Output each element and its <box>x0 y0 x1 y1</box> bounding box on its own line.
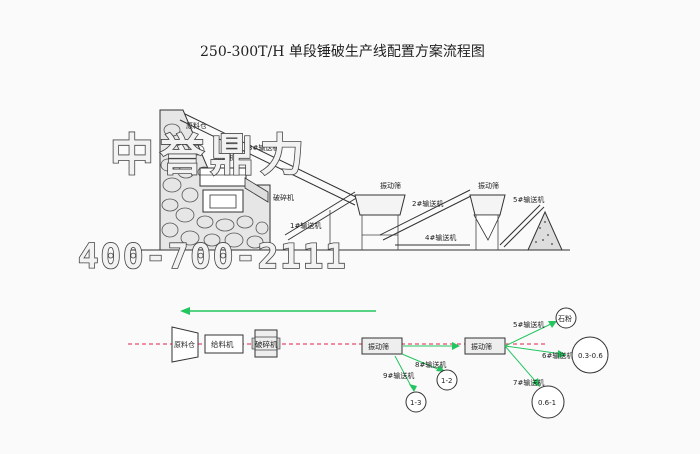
flow-screen1-label: 振动筛 <box>368 342 389 351</box>
diagram-title: 250-300T/H 单段锤破生产线配置方案流程图 <box>200 43 485 60</box>
plant-silo-label: 原料仓 <box>186 121 207 130</box>
product-03-06: 0.3-0.6 <box>571 336 609 374</box>
plant-conveyor-3: 3#输送机 <box>179 113 361 206</box>
plant-conveyor-5: 5#输送机 <box>499 195 545 248</box>
plant-conv4-label: 4#输送机 <box>425 233 456 242</box>
raw-material-silo: 原料仓 <box>159 109 271 251</box>
product-1-2: 1-2 <box>436 369 458 391</box>
block-flow: 原料仓 给料机 破碎机 振动筛 振动筛 <box>128 307 609 419</box>
flow-conv9-label: 9#输送机 <box>383 371 414 380</box>
watermark-company: 中誉鼎力 <box>110 130 310 181</box>
screen2-outputs <box>504 322 563 384</box>
plant-conveyor-2: 2#输送机 <box>379 189 474 241</box>
arrowhead-to-06-1 <box>532 378 540 387</box>
arrowhead-to-1-2 <box>436 365 445 372</box>
plant-conv3-label: 3#输送机 <box>248 143 279 152</box>
plant-crusher: 破碎机 <box>202 177 294 213</box>
flow-conv7-label: 7#输送机 <box>513 378 544 387</box>
product-stone-powder: 石粉 <box>555 307 577 329</box>
product-06-1: 0.6-1 <box>531 385 565 419</box>
plant-conv5-label: 5#输送机 <box>513 195 544 204</box>
plant-conv1-label: 1#输送机 <box>290 221 321 230</box>
plant-elevation: 原料仓 给料机 破碎机 3#输送机 1#输送机 <box>125 109 570 251</box>
size-03-06-label: 0.3-0.6 <box>578 352 603 360</box>
flow-conv8-label: 8#输送机 <box>415 360 446 369</box>
flow-conv6-label: 6#输送机 <box>542 351 573 360</box>
size-06-1-label: 0.6-1 <box>538 399 556 407</box>
flow-screen2-label: 振动筛 <box>471 342 492 351</box>
plant-conveyor-1: 1#输送机 <box>284 191 359 250</box>
return-arrowhead <box>180 307 190 315</box>
product-1-3: 1-3 <box>405 391 427 413</box>
plant-feeder: 给料机 <box>199 153 247 187</box>
screen1-outputs <box>394 345 455 389</box>
flow-conv5-label: 5#输送机 <box>513 320 544 329</box>
flow-silo <box>171 326 199 363</box>
arrowhead-to-03-06 <box>558 350 567 358</box>
arrowhead-to-1-3 <box>409 384 417 392</box>
watermark-phone: 400-700-2111 <box>78 237 348 277</box>
plant-feeder-label: 给料机 <box>215 153 236 162</box>
plant-screen-2: 振动筛 <box>469 181 506 250</box>
flow-screen-1 <box>361 337 403 355</box>
plant-screen-1: 振动筛 <box>354 181 406 250</box>
plant-crusher-label: 破碎机 <box>273 193 294 202</box>
plant-conveyor-4: 4#输送机 <box>395 233 470 246</box>
arrowhead-to-stone-powder <box>548 321 557 328</box>
size-1-2-label: 1-2 <box>441 377 452 385</box>
arrowhead-to-screen2 <box>452 342 460 350</box>
flow-crusher <box>251 329 281 358</box>
size-1-3-label: 1-3 <box>410 399 421 407</box>
flow-feeder-label: 给料机 <box>211 339 234 349</box>
plant-screen2-label: 振动筛 <box>478 181 499 190</box>
plant-stockpile <box>527 210 563 251</box>
flow-silo-label: 原料仓 <box>174 340 195 349</box>
flow-crusher-label: 破碎机 <box>255 339 278 349</box>
stone-powder-label: 石粉 <box>558 314 572 323</box>
flow-feeder <box>204 334 244 354</box>
plant-conv2-label: 2#输送机 <box>412 199 443 208</box>
plant-screen1-label: 振动筛 <box>380 181 401 190</box>
